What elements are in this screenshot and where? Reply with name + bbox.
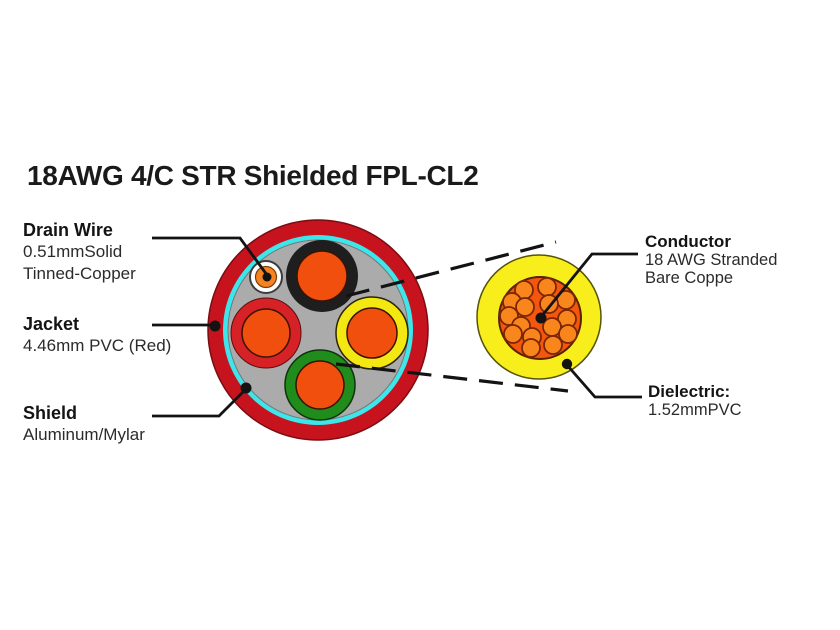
conductor-black-core [296, 250, 348, 302]
conductor-green-core [295, 360, 345, 410]
jacket-spec-1: 4.46mm PVC (Red) [23, 336, 172, 355]
shield-pointer-dot [240, 382, 252, 394]
shield-label: Shield [23, 403, 78, 423]
dielectric-pointer-dot [561, 358, 573, 370]
conductor-spec-2: Bare Coppe [645, 269, 734, 287]
conductor-leader-line [539, 252, 638, 318]
shield-spec-1: Aluminum/Mylar [23, 425, 145, 444]
callout-dielectric: Dielectric: 1.52mmPVC [648, 382, 742, 420]
strand [515, 297, 535, 317]
conductor-spec-1: 18 AWG Stranded [645, 251, 778, 269]
dielectric-leader-line [565, 364, 642, 399]
callout-leaders [152, 236, 642, 418]
callout-jacket: Jacket 4.46mm PVC (Red) [23, 313, 171, 357]
conductor-red-core [241, 308, 291, 358]
strand [537, 277, 557, 297]
strand [503, 324, 523, 344]
drain-wire-pointer-dot [262, 272, 272, 282]
dielectric-spec-1: 1.52mmPVC [648, 401, 742, 419]
conductor-label: Conductor [645, 232, 731, 251]
zoom-indicator-lines [335, 240, 569, 393]
strand [543, 335, 563, 355]
shield-leader-line [152, 388, 247, 418]
strand [558, 324, 578, 344]
callout-conductor: Conductor 18 AWG Stranded Bare Coppe [645, 232, 778, 288]
drain-wire-label: Drain Wire [23, 220, 113, 240]
drain-wire-leader-line [152, 236, 269, 276]
strand [521, 338, 541, 358]
conductor-yellow-core [346, 307, 398, 359]
cable-cross-section [207, 219, 429, 441]
jacket-pointer-dot [209, 320, 221, 332]
jacket-label: Jacket [23, 314, 80, 334]
drain-wire-spec-2: Tinned-Copper [23, 264, 136, 283]
zoom-line-upper [345, 240, 557, 298]
conductor-pointer-dot [535, 312, 547, 324]
callout-shield: Shield Aluminum/Mylar [23, 402, 145, 446]
zoom-line-lower [335, 362, 569, 393]
dielectric-label: Dielectric: [648, 382, 731, 401]
drain-wire-spec-1: 0.51mmSolid [23, 242, 123, 261]
diagram-title: 18AWG 4/C STR Shielded FPL-CL2 [27, 160, 479, 191]
callout-drain-wire: Drain Wire 0.51mmSolid Tinned-Copper [23, 219, 136, 285]
